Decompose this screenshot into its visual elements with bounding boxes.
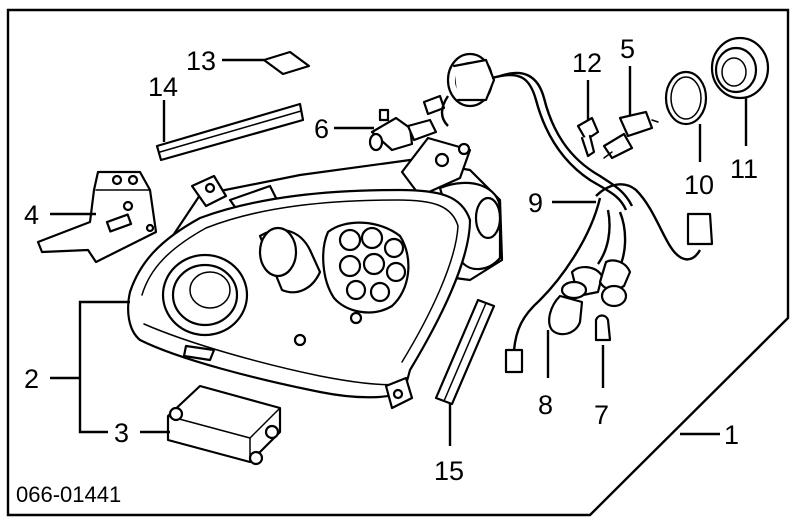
callout-7: 7 — [594, 400, 609, 430]
part-7-bulb — [594, 259, 632, 342]
part-10-o-ring — [664, 70, 708, 126]
leader-2-3 — [78, 300, 130, 434]
part-15-seal-strip — [434, 298, 496, 406]
part-9-sub-harness — [504, 183, 714, 374]
callout-labels: 1 2 3 4 5 6 7 8 9 10 11 12 13 14 15 — [24, 34, 758, 486]
callout-8: 8 — [538, 390, 553, 420]
part-11-dust-cap — [710, 36, 770, 100]
callout-5: 5 — [620, 34, 635, 64]
part-8-bulb — [548, 266, 604, 336]
leader-lines — [50, 58, 748, 446]
part-14-trim-strip — [155, 102, 305, 162]
frame-border — [6, 8, 790, 517]
part-3-ballast-module — [166, 384, 282, 466]
part-5-bulb — [602, 110, 659, 160]
callout-14: 14 — [148, 72, 178, 102]
callout-1: 1 — [724, 420, 739, 450]
part-12-bulb — [576, 116, 600, 158]
callout-10: 10 — [684, 170, 714, 200]
callout-15: 15 — [434, 456, 464, 486]
part-13-label — [262, 50, 311, 76]
catalog-code: 066-01441 — [16, 482, 121, 507]
callout-4: 4 — [24, 200, 39, 230]
callout-12: 12 — [572, 48, 602, 78]
callout-3: 3 — [114, 418, 129, 448]
callout-13: 13 — [186, 46, 216, 76]
part-6-bulb-socket — [368, 94, 446, 152]
part-2-headlamp-assembly — [127, 136, 504, 410]
callout-11: 11 — [730, 154, 758, 184]
callout-2: 2 — [24, 364, 39, 394]
part-4-bracket — [36, 170, 158, 264]
callout-6: 6 — [314, 114, 329, 144]
wiring-harness-top — [440, 52, 634, 211]
callout-9: 9 — [528, 188, 543, 218]
